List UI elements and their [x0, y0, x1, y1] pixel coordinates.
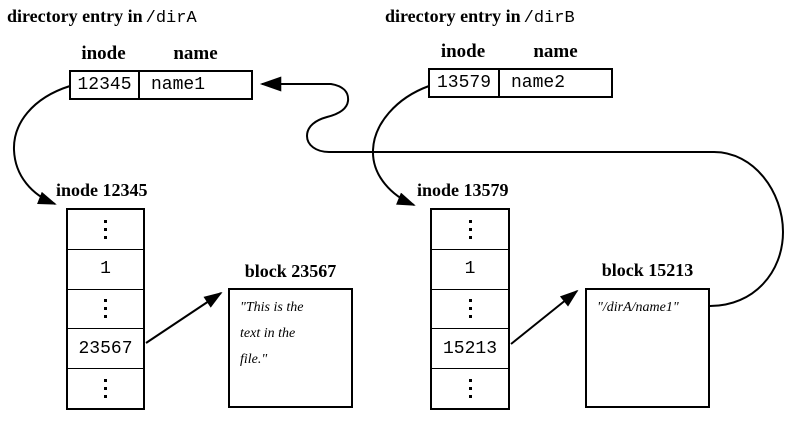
- block-15213-text-line: "/dirA/name1": [597, 300, 679, 315]
- inode-row-ellipsis: [68, 288, 143, 329]
- block-15213-label: block 15213: [601, 260, 694, 280]
- inode-row-ellipsis: [68, 368, 143, 408]
- dirb-title-path: /dirB: [523, 9, 575, 28]
- inode-row-block-pointer: 15213: [432, 328, 508, 368]
- dira-entry-table: 12345 name1: [69, 70, 253, 100]
- dira-col-header-inode: inode: [81, 43, 126, 64]
- dirb-col-header-name: name: [533, 41, 578, 62]
- inode-row-ellipsis: [432, 368, 508, 408]
- dira-title-text: directory entry in: [7, 6, 143, 26]
- vertical-ellipsis-icon: [468, 219, 472, 239]
- inode-13579-label: inode 13579: [417, 180, 509, 200]
- inode-row-block-pointer: 23567: [68, 328, 143, 368]
- dirb-col-header-inode: inode: [440, 41, 486, 62]
- block-23567-text-line: text in the: [240, 326, 296, 341]
- inode-row-ellipsis: [432, 210, 508, 249]
- block-23567-box: "This is the text in the file.": [228, 288, 353, 408]
- vertical-ellipsis-icon: [104, 379, 107, 399]
- inode-row-link-count: 1: [68, 248, 143, 289]
- dirb-entry-table: 13579 name2: [428, 68, 613, 98]
- dira-col-header-name: name: [173, 43, 218, 64]
- vertical-ellipsis-icon: [468, 299, 472, 319]
- vertical-ellipsis-icon: [104, 299, 107, 319]
- block-15213-box: "/dirA/name1": [585, 288, 710, 408]
- dirb-entry-inode-cell: 13579: [430, 70, 500, 96]
- dirb-title-text: directory entry in: [385, 6, 521, 26]
- inode-row-link-count: 1: [432, 248, 508, 289]
- block-23567-text-line: "This is the: [240, 300, 304, 315]
- arrow-inode12345-to-block23567: [145, 291, 223, 344]
- vertical-ellipsis-icon: [104, 219, 107, 239]
- inode-12345-label: inode 12345: [56, 180, 148, 200]
- dira-title: directory entry in/dirA: [7, 6, 197, 28]
- arrow-inode13579-to-block15213: [510, 289, 579, 345]
- inode-12345-table: 1 23567: [66, 208, 145, 410]
- dira-entry-inode-cell: 12345: [71, 72, 140, 98]
- block-23567-text-line: file.": [240, 352, 268, 367]
- block-23567-label: block 23567: [244, 261, 337, 281]
- dira-title-path: /dirA: [145, 9, 197, 28]
- dirb-entry-name-cell: name2: [511, 73, 566, 93]
- inode-13579-table: 1 15213: [430, 208, 510, 410]
- inode-row-ellipsis: [432, 288, 508, 329]
- vertical-ellipsis-icon: [468, 379, 472, 399]
- dira-entry-name-cell: name1: [151, 75, 206, 95]
- dirb-title: directory entry in/dirB: [385, 6, 575, 28]
- inode-row-ellipsis: [68, 210, 143, 249]
